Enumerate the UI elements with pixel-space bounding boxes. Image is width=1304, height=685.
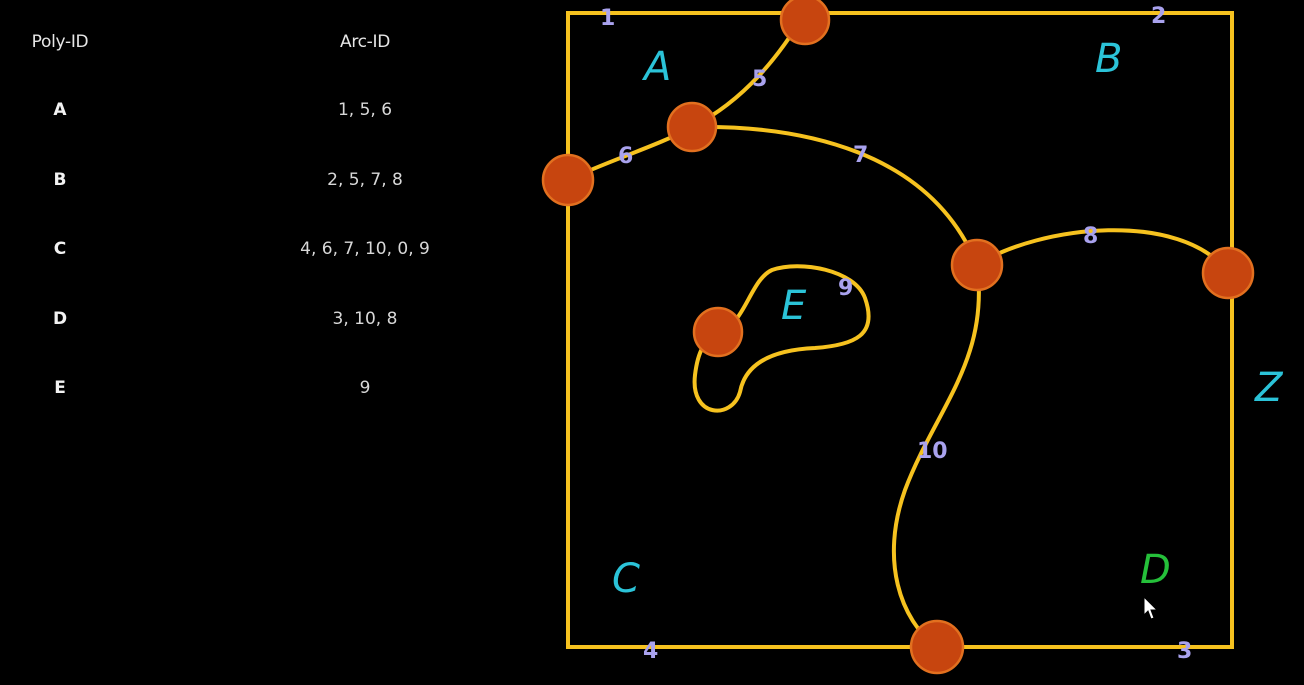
table-row-poly: C — [53, 239, 67, 259]
node-circle — [950, 238, 1004, 292]
arc-7 — [690, 124, 979, 267]
table-row-arcs: 4, 6, 7, 10, 0, 9 — [300, 239, 430, 259]
node-circle — [666, 101, 718, 153]
arc-label-8: 8 — [1083, 224, 1098, 249]
table-row-arcs: 9 — [359, 378, 371, 398]
arc-1 — [566, 11, 807, 182]
arc-label-2: 2 — [1151, 4, 1166, 29]
arc-label-7: 7 — [853, 143, 868, 168]
arc-2 — [803, 11, 1234, 274]
table-row-poly: A — [53, 100, 67, 120]
mouse-cursor-icon — [1143, 595, 1159, 620]
polygon-label-c: C — [612, 556, 640, 602]
arc-label-10: 10 — [917, 439, 948, 464]
arc-id-header: Arc-ID — [339, 32, 391, 52]
table-row-arcs: 2, 5, 7, 8 — [327, 170, 403, 190]
polygon-arc-table: Poly-ID Arc-ID A 1, 5, 6 B 2, 5, 7, 8 C … — [0, 0, 520, 430]
poly-id-header: Poly-ID — [31, 32, 89, 52]
node-circle — [541, 153, 595, 207]
polygon-label-b: B — [1095, 36, 1122, 82]
node-circle — [779, 0, 831, 46]
arc-8 — [975, 228, 1230, 274]
arc-9 — [692, 264, 871, 413]
arc-label-4: 4 — [643, 639, 658, 664]
polygon-label-z: Z — [1254, 365, 1284, 411]
arc-3 — [935, 270, 1234, 649]
table-row-poly: B — [53, 170, 67, 190]
arc-label-3: 3 — [1177, 639, 1192, 664]
polygon-label-a: A — [641, 44, 671, 90]
arc-label-6: 6 — [618, 144, 633, 169]
polygon-label-e: E — [781, 283, 807, 329]
arc-label-5: 5 — [752, 67, 767, 92]
node-circle — [692, 306, 744, 358]
arc-4 — [566, 178, 939, 649]
arc-label-1: 1 — [600, 6, 615, 31]
node-circle — [1201, 246, 1255, 300]
table-row-poly: E — [54, 378, 66, 398]
table-row-arcs: 3, 10, 8 — [332, 309, 398, 329]
polygon-label-d: D — [1140, 547, 1171, 593]
node-circle — [909, 619, 965, 675]
arc-label-9: 9 — [838, 276, 853, 301]
table-row-poly: D — [52, 309, 68, 329]
table-row-arcs: 1, 5, 6 — [337, 100, 393, 120]
arc-10 — [891, 263, 981, 649]
